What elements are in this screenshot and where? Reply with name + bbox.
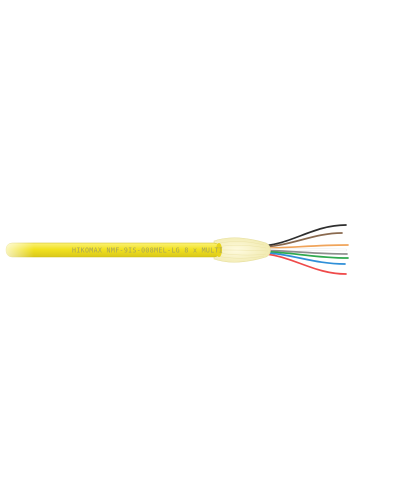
jacket-left-fade [0, 241, 34, 259]
jacket-cut-end [216, 243, 222, 257]
jacket-print-text: HIKOMAX NMF-9IS-008MEL-LG 8 x MULTI [72, 246, 223, 254]
fiber-strand-1 [257, 224, 347, 247]
fibers-group [256, 224, 349, 275]
